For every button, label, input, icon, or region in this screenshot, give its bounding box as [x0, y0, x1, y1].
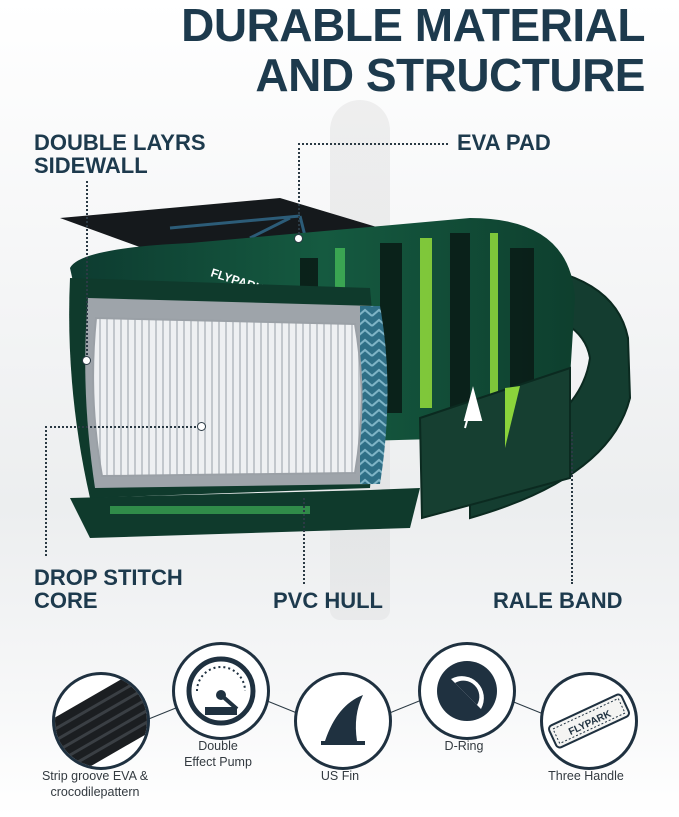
callout-eva-pad: EVA PAD [457, 130, 551, 155]
connector-drop-stitch-dot [197, 422, 206, 431]
d-ring-icon [437, 661, 497, 721]
feature-label-eva-line2: crocodilepattern [50, 785, 140, 799]
connector-sidewall [86, 181, 88, 359]
connector-eva-pad-h [298, 143, 448, 145]
headline-line-2: AND STRUCTURE [255, 49, 645, 101]
feature-label-d-ring: D-Ring [444, 739, 484, 753]
connector-sidewall-dot [82, 356, 91, 365]
connector-eva-pad-v [298, 143, 300, 238]
feature-label-eva-line1: Strip groove EVA & [41, 769, 149, 783]
feature-label-pump-line2: Effect Pump [184, 755, 252, 769]
feature-label-pump-line1: Double [198, 739, 238, 753]
feature-label-fin: US Fin [320, 769, 360, 783]
feature-eva-strip [52, 672, 150, 770]
pump-gauge-icon [186, 656, 256, 726]
handle-icon: FLYPARK [547, 693, 631, 749]
feature-label-eva: Strip groove EVA & crocodilepattern [20, 768, 170, 800]
connector-drop-stitch-h [45, 426, 200, 428]
connector-pvc-hull [303, 498, 305, 584]
headline: DURABLE MATERIAL AND STRUCTURE [181, 0, 645, 100]
callout-sidewall: DOUBLE LAYRS SIDEWALL [34, 131, 206, 177]
connector-drop-stitch-v [45, 426, 47, 556]
connector-eva-pad-dot [294, 234, 303, 243]
callout-sidewall-line1: DOUBLE LAYRS [34, 130, 206, 155]
connector-rale-band [571, 432, 573, 584]
feature-fin [294, 672, 392, 770]
feature-label-pump: Double Effect Pump [168, 738, 268, 770]
headline-line-1: DURABLE MATERIAL [181, 0, 645, 51]
board-cross-section-illustration: FLYPARK [60, 198, 632, 538]
feature-handle: FLYPARK [540, 672, 638, 770]
callout-drop-stitch: DROP STITCH CORE [34, 566, 183, 612]
callout-rale-band: RALE BAND [493, 588, 623, 613]
fin-icon [321, 695, 365, 745]
callout-drop-stitch-line2: CORE [34, 588, 98, 613]
eva-strip-icon [55, 675, 147, 767]
feature-d-ring [418, 642, 516, 740]
feature-pump [172, 642, 270, 740]
callout-pvc-hull: PVC HULL [273, 588, 383, 613]
callout-drop-stitch-line1: DROP STITCH [34, 565, 183, 590]
feature-label-handle: Three Handle [548, 769, 624, 783]
callout-sidewall-line2: SIDEWALL [34, 153, 148, 178]
